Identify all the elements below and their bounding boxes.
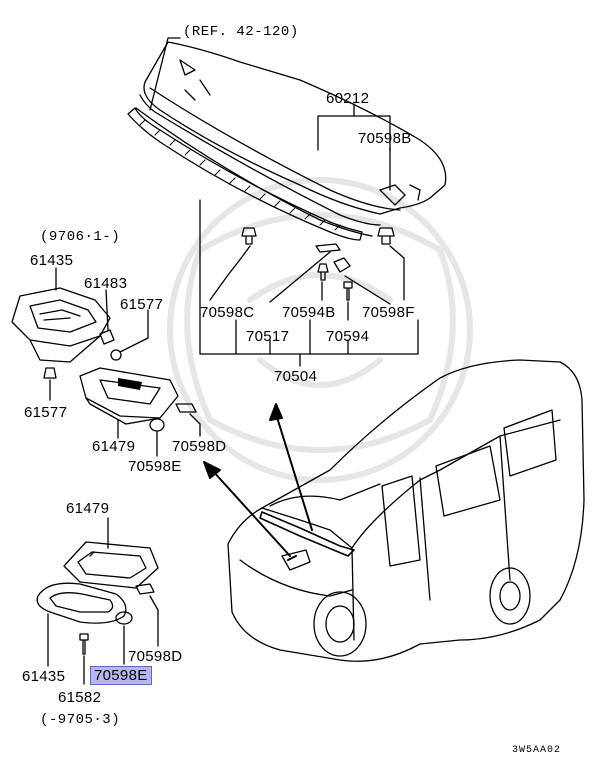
lens-70598E-sel	[115, 611, 133, 625]
date-lower: (-9705·3)	[40, 712, 121, 728]
bracket-70517	[315, 243, 341, 253]
part-70598D-low[interactable]: 70598D	[128, 648, 183, 665]
map-lamp-lower	[63, 541, 159, 589]
part-70598C[interactable]: 70598C	[200, 304, 255, 321]
leader-70598D-mid	[189, 413, 201, 437]
tag-70598D-mid	[175, 403, 197, 413]
roof-lamp-upper	[11, 287, 111, 363]
part-70598F[interactable]: 70598F	[362, 304, 415, 321]
date-upper: (9706·1-)	[40, 229, 121, 245]
clip-70598C	[241, 227, 257, 245]
clip-70594B	[317, 263, 329, 281]
part-70517[interactable]: 70517	[246, 328, 290, 345]
leader-lines-70504	[199, 199, 419, 367]
part-70504[interactable]: 70504	[274, 368, 318, 385]
part-70598E-selected[interactable]: 70598E	[90, 666, 152, 685]
watermark-emblem	[167, 177, 473, 483]
part-61435-top[interactable]: 61435	[30, 252, 74, 269]
part-70594[interactable]: 70594	[326, 328, 370, 345]
pointer-arrows	[203, 403, 313, 557]
part-61435-low[interactable]: 61435	[22, 668, 66, 685]
part-61479-low[interactable]: 61479	[66, 500, 110, 517]
part-61582[interactable]: 61582	[58, 689, 102, 706]
part-70598E-mid[interactable]: 70598E	[128, 458, 182, 475]
part-61577-a[interactable]: 61577	[120, 296, 164, 313]
leader-70598D-low	[149, 595, 159, 647]
tag-70598D-low	[135, 583, 155, 595]
part-61479-mid[interactable]: 61479	[92, 438, 136, 455]
cowl-weatherstrip	[127, 107, 363, 241]
roof-lamp-lower	[36, 582, 127, 624]
ref-label: (REF. 42-120)	[183, 24, 299, 40]
map-lamp-mid	[79, 367, 179, 425]
bulb-61483	[99, 329, 115, 345]
part-61577-b[interactable]: 61577	[24, 404, 68, 421]
van-illustration	[227, 359, 585, 662]
clip-70598F	[333, 257, 351, 273]
lens-70598E-mid	[149, 418, 165, 432]
part-70598D-mid[interactable]: 70598D	[172, 438, 227, 455]
screw-70594	[343, 281, 353, 301]
part-60212[interactable]: 60212	[326, 90, 370, 107]
leader-61483	[105, 289, 109, 331]
clip-70598B	[377, 227, 395, 245]
clip-61577-b	[43, 367, 57, 379]
ref-leader-line	[149, 37, 181, 111]
part-61483[interactable]: 61483	[84, 275, 128, 292]
cowl-top-panel	[135, 41, 447, 237]
part-70598B-top[interactable]: 70598B	[358, 130, 412, 147]
screw-61582	[79, 633, 89, 655]
leader-61577-a	[119, 309, 149, 353]
clip-61577-a	[110, 349, 122, 361]
part-70594B[interactable]: 70594B	[282, 304, 336, 321]
drawing-code: 3W5AA02	[512, 745, 562, 756]
